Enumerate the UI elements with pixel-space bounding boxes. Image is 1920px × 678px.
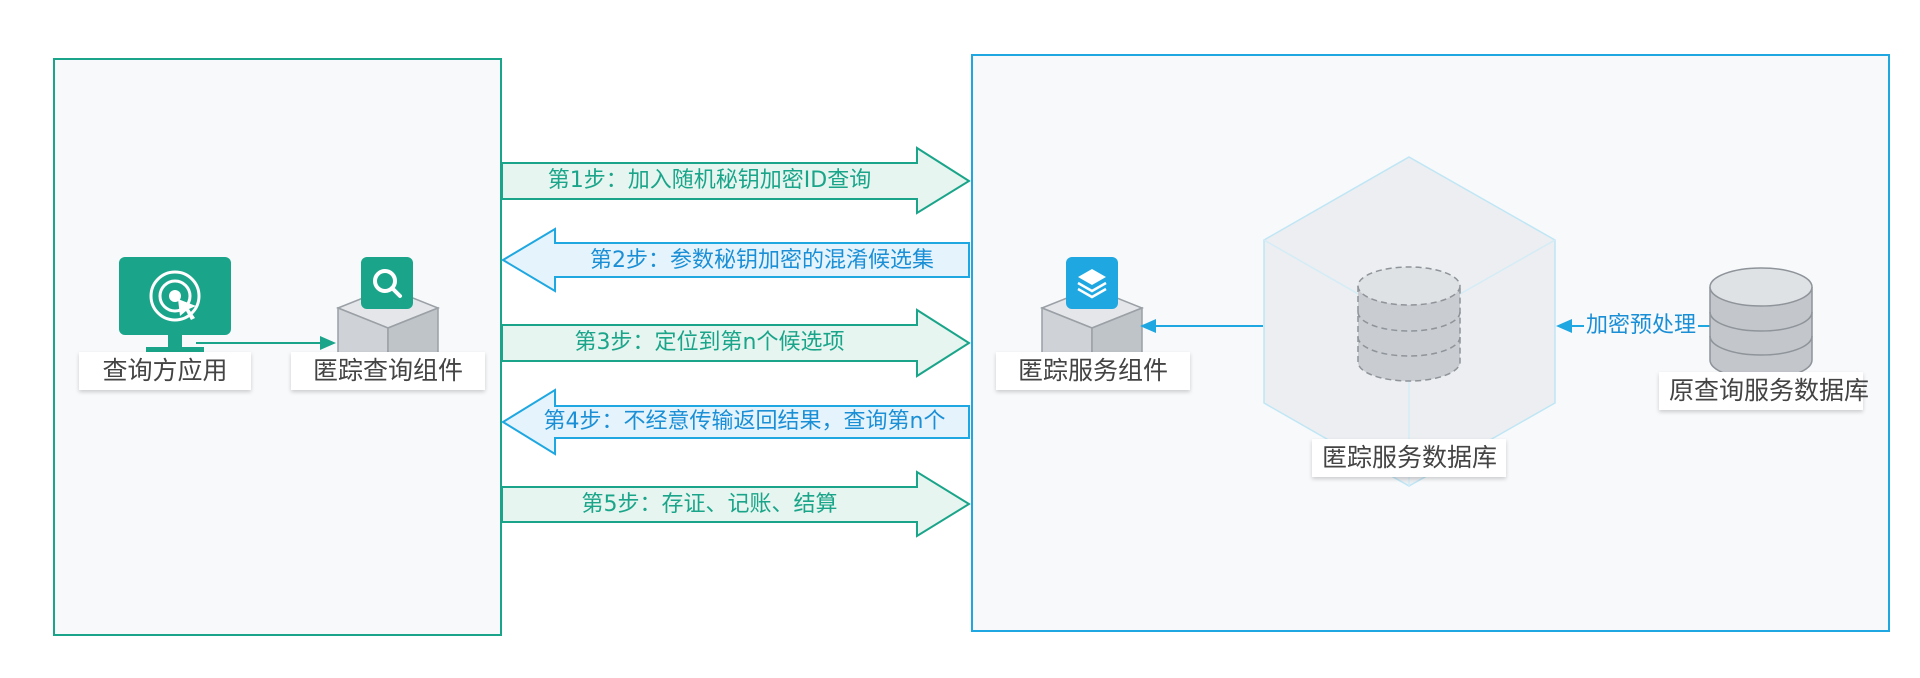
step-5-label: 第5步：存证、记账、结算 bbox=[581, 492, 838, 517]
search-icon bbox=[361, 257, 413, 309]
step-4-arrow bbox=[501, 388, 970, 456]
step-2-label: 第2步：参数秘钥加密的混淆候选集 bbox=[590, 248, 934, 273]
step-3-arrow bbox=[501, 308, 971, 378]
layers-icon bbox=[1066, 257, 1118, 309]
step-4-label: 第4步：不经意传输返回结果，查询第n个 bbox=[543, 409, 946, 434]
original-database-icon bbox=[1709, 267, 1813, 380]
anon-service-db-label: 匿踪服务数据库 bbox=[1312, 439, 1506, 477]
preprocess-label: 加密预处理 bbox=[1584, 312, 1699, 340]
step-3-label: 第3步：定位到第n个候选项 bbox=[574, 330, 845, 355]
app-to-component-connector bbox=[196, 336, 336, 350]
step-2-arrow bbox=[501, 227, 970, 293]
step-5-arrow bbox=[501, 470, 971, 538]
step-1-arrow bbox=[501, 146, 971, 215]
anon-service-component-label: 匿踪服务组件 bbox=[996, 352, 1190, 390]
step-1-label: 第1步：加入随机秘钥加密ID查询 bbox=[547, 168, 872, 193]
db-to-service-connector bbox=[1140, 319, 1263, 333]
monitor-icon bbox=[119, 257, 231, 355]
anon-query-component-label: 匿踪查询组件 bbox=[291, 352, 485, 390]
query-app-label: 查询方应用 bbox=[79, 352, 251, 390]
database-icon bbox=[1357, 266, 1461, 382]
orig-query-db-label: 原查询服务数据库 bbox=[1659, 372, 1869, 410]
